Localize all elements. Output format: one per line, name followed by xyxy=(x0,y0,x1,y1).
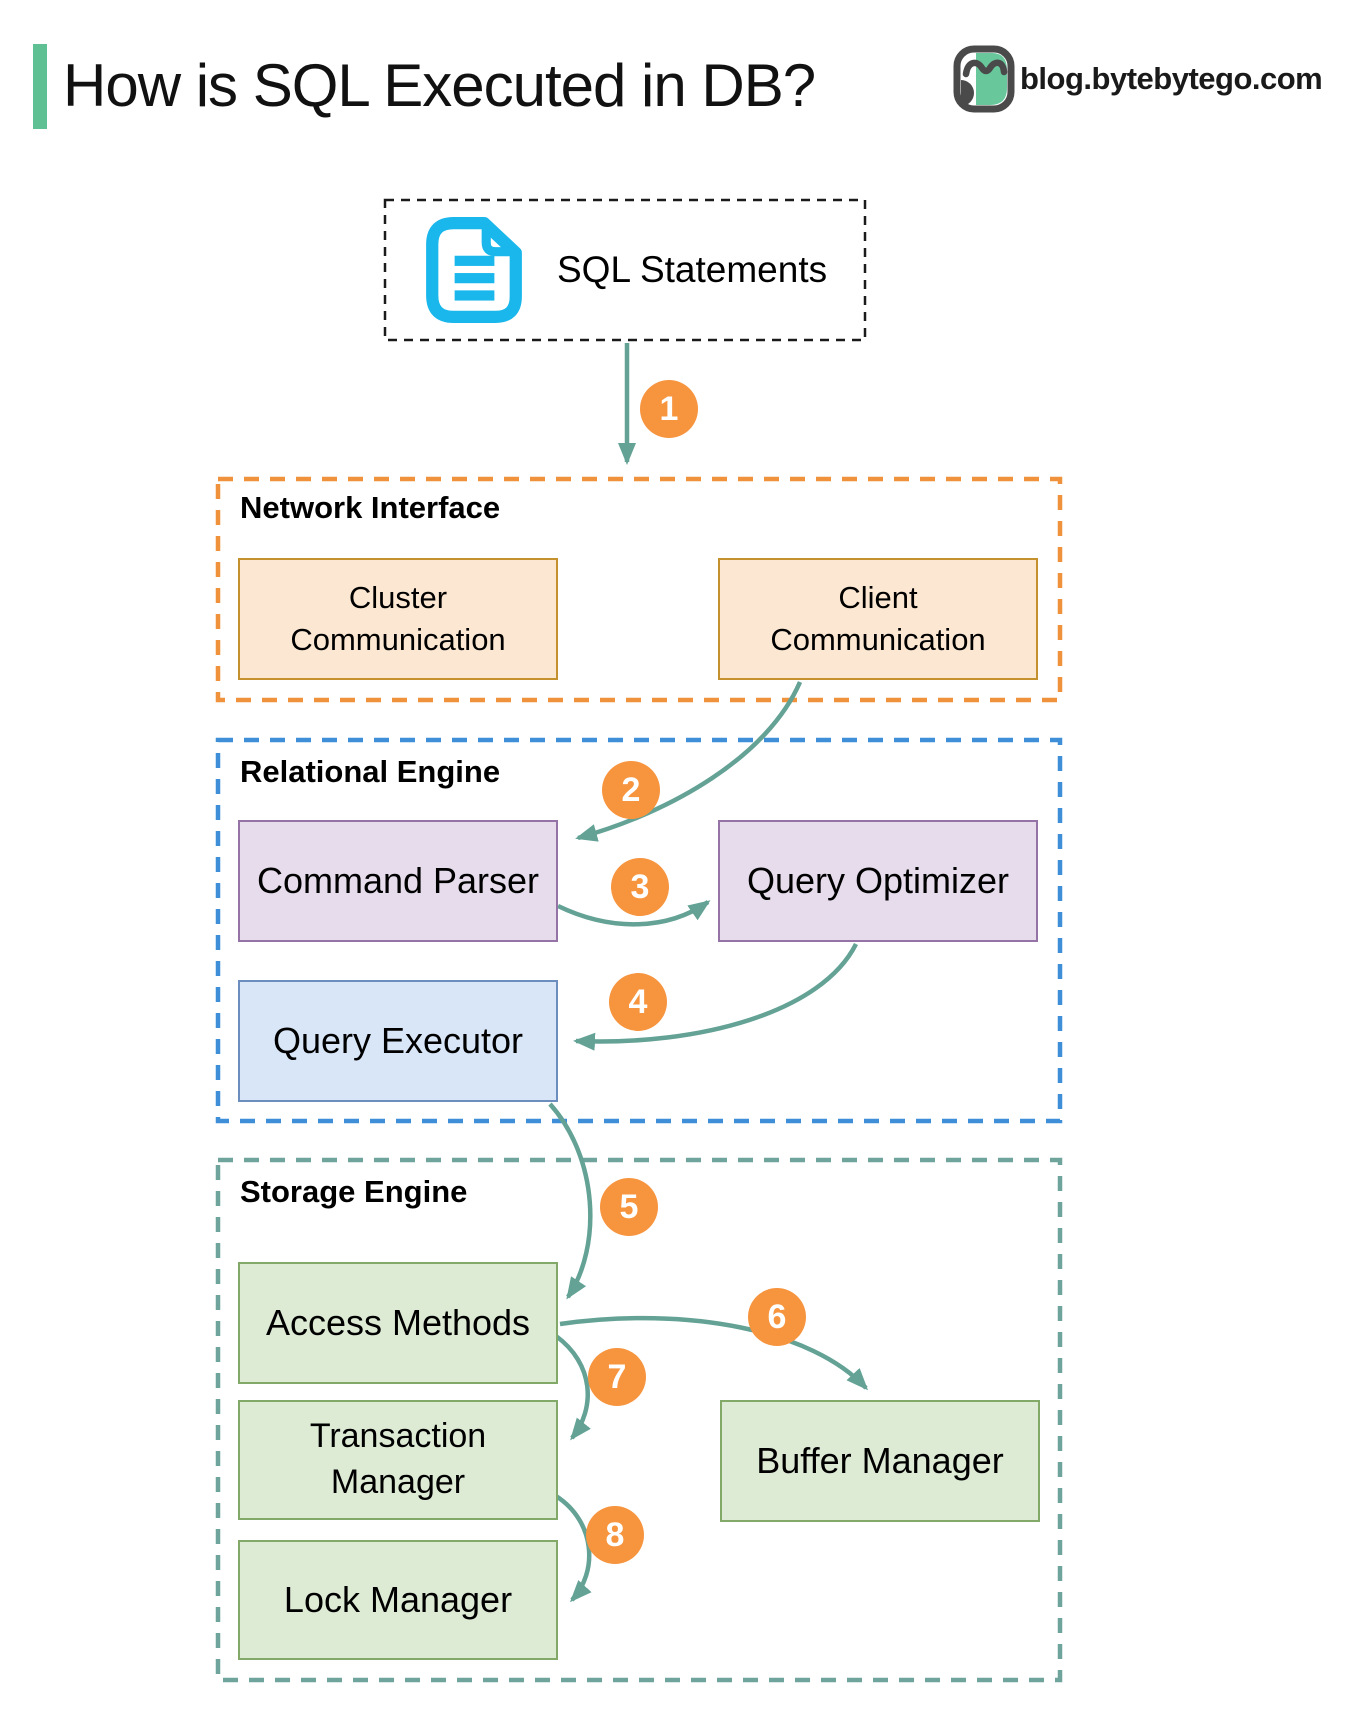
arrow-step-7 xyxy=(554,1334,591,1441)
box-cluster-communication: Cluster Communication xyxy=(238,558,558,680)
document-line xyxy=(454,290,495,301)
arrow-step-6 xyxy=(559,1315,869,1391)
box-client-communication: Client Communication xyxy=(718,558,1038,680)
section-title-storage-engine: Storage Engine xyxy=(240,1174,468,1209)
network-interface-container xyxy=(215,476,1063,703)
document-fold xyxy=(481,224,515,257)
sql-statements-label: SQL Statements xyxy=(557,249,828,290)
step-badge-3: 3 xyxy=(611,858,669,916)
brand-text: blog.bytebytego.com xyxy=(1020,61,1323,96)
document-line xyxy=(454,255,495,266)
arrow-step-5 xyxy=(548,1102,593,1300)
arrow-step-2 xyxy=(575,681,803,842)
arrow-step-3 xyxy=(557,900,711,927)
box-query-optimizer: Query Optimizer xyxy=(718,820,1038,942)
step-badge-1: 1 xyxy=(640,380,698,438)
step-badge-5: 5 xyxy=(600,1178,658,1236)
box-access-methods: Access Methods xyxy=(238,1262,558,1384)
step-badge-6: 6 xyxy=(748,1288,806,1346)
arrow-step-8 xyxy=(554,1494,592,1603)
document-outline xyxy=(426,217,522,323)
page-title: How is SQL Executed in DB? xyxy=(63,52,816,119)
step-badge-4: 4 xyxy=(609,973,667,1031)
logo-m-shape xyxy=(962,59,1008,78)
relational-engine-container xyxy=(215,737,1063,1124)
box-buffer-manager: Buffer Manager xyxy=(720,1400,1040,1522)
bytebytego-logo-icon xyxy=(953,45,1015,113)
sql-statements-dashed-border xyxy=(383,198,867,342)
sql-document-icon xyxy=(426,217,522,323)
title-accent-bar xyxy=(33,44,47,129)
section-title-relational-engine: Relational Engine xyxy=(240,754,501,789)
sql-statements-box: SQL Statements xyxy=(385,200,865,340)
step-badge-2: 2 xyxy=(602,761,660,819)
box-lock-manager: Lock Manager xyxy=(238,1540,558,1660)
section-title-network-interface: Network Interface xyxy=(240,490,501,525)
arrow-step-4 xyxy=(573,942,859,1051)
step-badge-8: 8 xyxy=(586,1506,644,1564)
logo-half-circle xyxy=(961,80,974,106)
box-query-executor: Query Executor xyxy=(238,980,558,1102)
box-transaction-manager: Transaction Manager xyxy=(238,1400,558,1520)
step-badge-7: 7 xyxy=(588,1348,646,1406)
storage-engine-container xyxy=(215,1157,1063,1683)
box-command-parser: Command Parser xyxy=(238,820,558,942)
brand: blog.bytebytego.com xyxy=(952,44,1323,114)
document-line xyxy=(454,273,495,284)
